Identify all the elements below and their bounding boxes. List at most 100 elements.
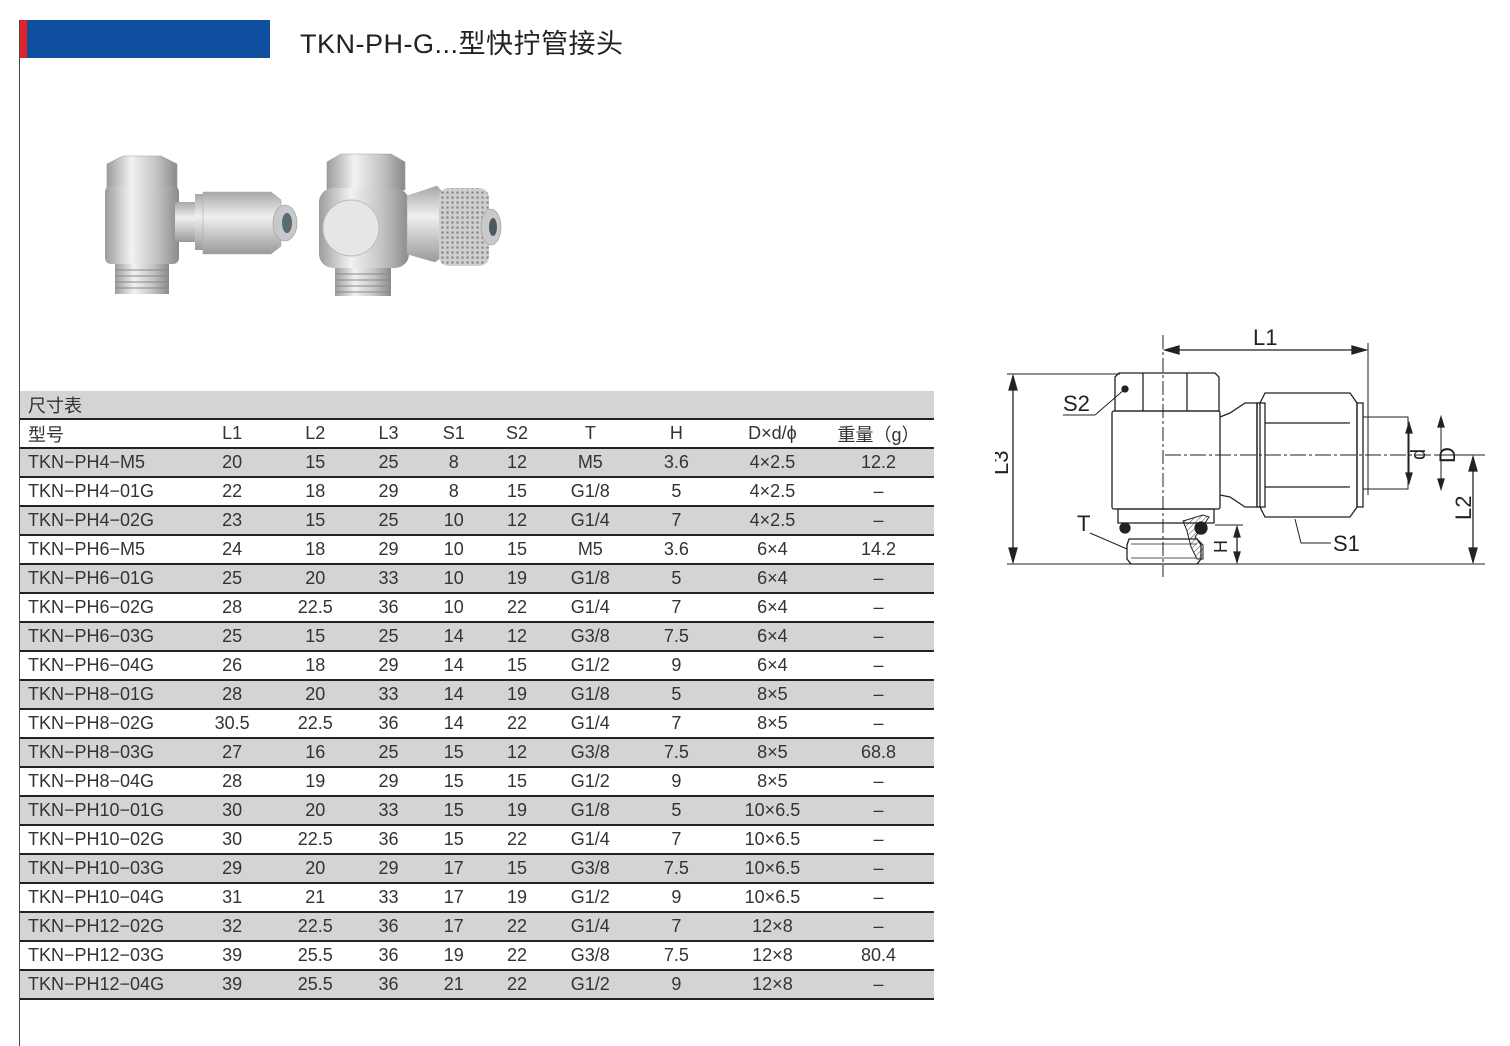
value-cell: 12 bbox=[484, 738, 550, 768]
value-cell: 80.4 bbox=[823, 941, 934, 971]
value-cell: – bbox=[823, 680, 934, 710]
value-cell: 7.5 bbox=[630, 622, 722, 652]
value-cell: 7 bbox=[630, 912, 722, 942]
value-cell: 12 bbox=[484, 448, 550, 478]
model-cell: TKN−PH10−03G bbox=[20, 854, 188, 884]
value-cell: 25 bbox=[353, 448, 424, 478]
value-cell: 7.5 bbox=[630, 941, 722, 971]
value-cell: 33 bbox=[353, 680, 424, 710]
model-cell: TKN−PH8−04G bbox=[20, 767, 188, 797]
value-cell: G3/8 bbox=[549, 622, 631, 652]
column-header: D×d/ϕ bbox=[721, 419, 824, 449]
value-cell: – bbox=[823, 854, 934, 884]
value-cell: 12 bbox=[484, 622, 550, 652]
column-header: 型号 bbox=[20, 419, 188, 449]
value-cell: G3/8 bbox=[549, 941, 631, 971]
model-cell: TKN−PH6−03G bbox=[20, 622, 188, 652]
value-cell: 15 bbox=[276, 448, 354, 478]
value-cell: 15 bbox=[423, 738, 485, 768]
model-cell: TKN−PH4−01G bbox=[20, 477, 188, 507]
value-cell: 8×5 bbox=[721, 709, 824, 739]
value-cell: 19 bbox=[276, 767, 354, 797]
value-cell: 22.5 bbox=[276, 825, 354, 855]
value-cell: G1/2 bbox=[549, 767, 631, 797]
value-cell: 8 bbox=[423, 448, 485, 478]
value-cell: 10×6.5 bbox=[721, 883, 824, 913]
technical-drawing: L1 L3 S2 d D L2 T bbox=[995, 325, 1485, 577]
value-cell: 25 bbox=[353, 506, 424, 536]
header-red-accent bbox=[20, 20, 27, 58]
value-cell: 33 bbox=[353, 883, 424, 913]
value-cell: 4×2.5 bbox=[721, 448, 824, 478]
value-cell: 36 bbox=[353, 825, 424, 855]
value-cell: 7 bbox=[630, 825, 722, 855]
value-cell: 19 bbox=[484, 883, 550, 913]
value-cell: 30 bbox=[187, 825, 277, 855]
value-cell: G1/8 bbox=[549, 564, 631, 594]
value-cell: – bbox=[823, 709, 934, 739]
value-cell: 7 bbox=[630, 506, 722, 536]
value-cell: 5 bbox=[630, 564, 722, 594]
value-cell: 25 bbox=[353, 622, 424, 652]
value-cell: 20 bbox=[276, 796, 354, 826]
value-cell: 10 bbox=[423, 535, 485, 565]
value-cell: 10×6.5 bbox=[721, 854, 824, 884]
value-cell: 25.5 bbox=[276, 970, 354, 1000]
model-cell: TKN−PH10−04G bbox=[20, 883, 188, 913]
value-cell: – bbox=[823, 651, 934, 681]
value-cell: 7.5 bbox=[630, 854, 722, 884]
value-cell: 12 bbox=[484, 506, 550, 536]
value-cell: G1/2 bbox=[549, 970, 631, 1000]
label-T: T bbox=[1077, 511, 1090, 536]
value-cell: M5 bbox=[549, 448, 631, 478]
value-cell: 29 bbox=[353, 854, 424, 884]
value-cell: 7.5 bbox=[630, 738, 722, 768]
value-cell: 22.5 bbox=[276, 709, 354, 739]
value-cell: – bbox=[823, 477, 934, 507]
value-cell: 10 bbox=[423, 593, 485, 623]
product-photo-1 bbox=[105, 155, 298, 294]
value-cell: 30.5 bbox=[187, 709, 277, 739]
value-cell: 15 bbox=[484, 477, 550, 507]
value-cell: 18 bbox=[276, 535, 354, 565]
value-cell: 29 bbox=[353, 535, 424, 565]
value-cell: 14.2 bbox=[823, 535, 934, 565]
value-cell: 20 bbox=[276, 680, 354, 710]
value-cell: 21 bbox=[423, 970, 485, 1000]
model-cell: TKN−PH12−02G bbox=[20, 912, 188, 942]
value-cell: 14 bbox=[423, 622, 485, 652]
value-cell: G1/8 bbox=[549, 680, 631, 710]
value-cell: 29 bbox=[353, 767, 424, 797]
value-cell: 8×5 bbox=[721, 680, 824, 710]
value-cell: 33 bbox=[353, 564, 424, 594]
column-header: L1 bbox=[187, 419, 277, 449]
column-header: S2 bbox=[484, 419, 550, 449]
value-cell: 36 bbox=[353, 593, 424, 623]
value-cell: 28 bbox=[187, 767, 277, 797]
value-cell: 29 bbox=[187, 854, 277, 884]
model-cell: TKN−PH12−03G bbox=[20, 941, 188, 971]
label-S2: S2 bbox=[1063, 391, 1090, 416]
value-cell: G1/2 bbox=[549, 651, 631, 681]
value-cell: 33 bbox=[353, 796, 424, 826]
label-L1: L1 bbox=[1253, 325, 1277, 350]
value-cell: 22 bbox=[484, 970, 550, 1000]
value-cell: 24 bbox=[187, 535, 277, 565]
value-cell: 22 bbox=[484, 709, 550, 739]
value-cell: 12.2 bbox=[823, 448, 934, 478]
value-cell: 36 bbox=[353, 941, 424, 971]
model-cell: TKN−PH10−01G bbox=[20, 796, 188, 826]
value-cell: 7 bbox=[630, 593, 722, 623]
value-cell: 8×5 bbox=[721, 767, 824, 797]
value-cell: 5 bbox=[630, 477, 722, 507]
value-cell: 15 bbox=[484, 535, 550, 565]
value-cell: 20 bbox=[276, 854, 354, 884]
value-cell: 9 bbox=[630, 651, 722, 681]
column-header: T bbox=[549, 419, 631, 449]
